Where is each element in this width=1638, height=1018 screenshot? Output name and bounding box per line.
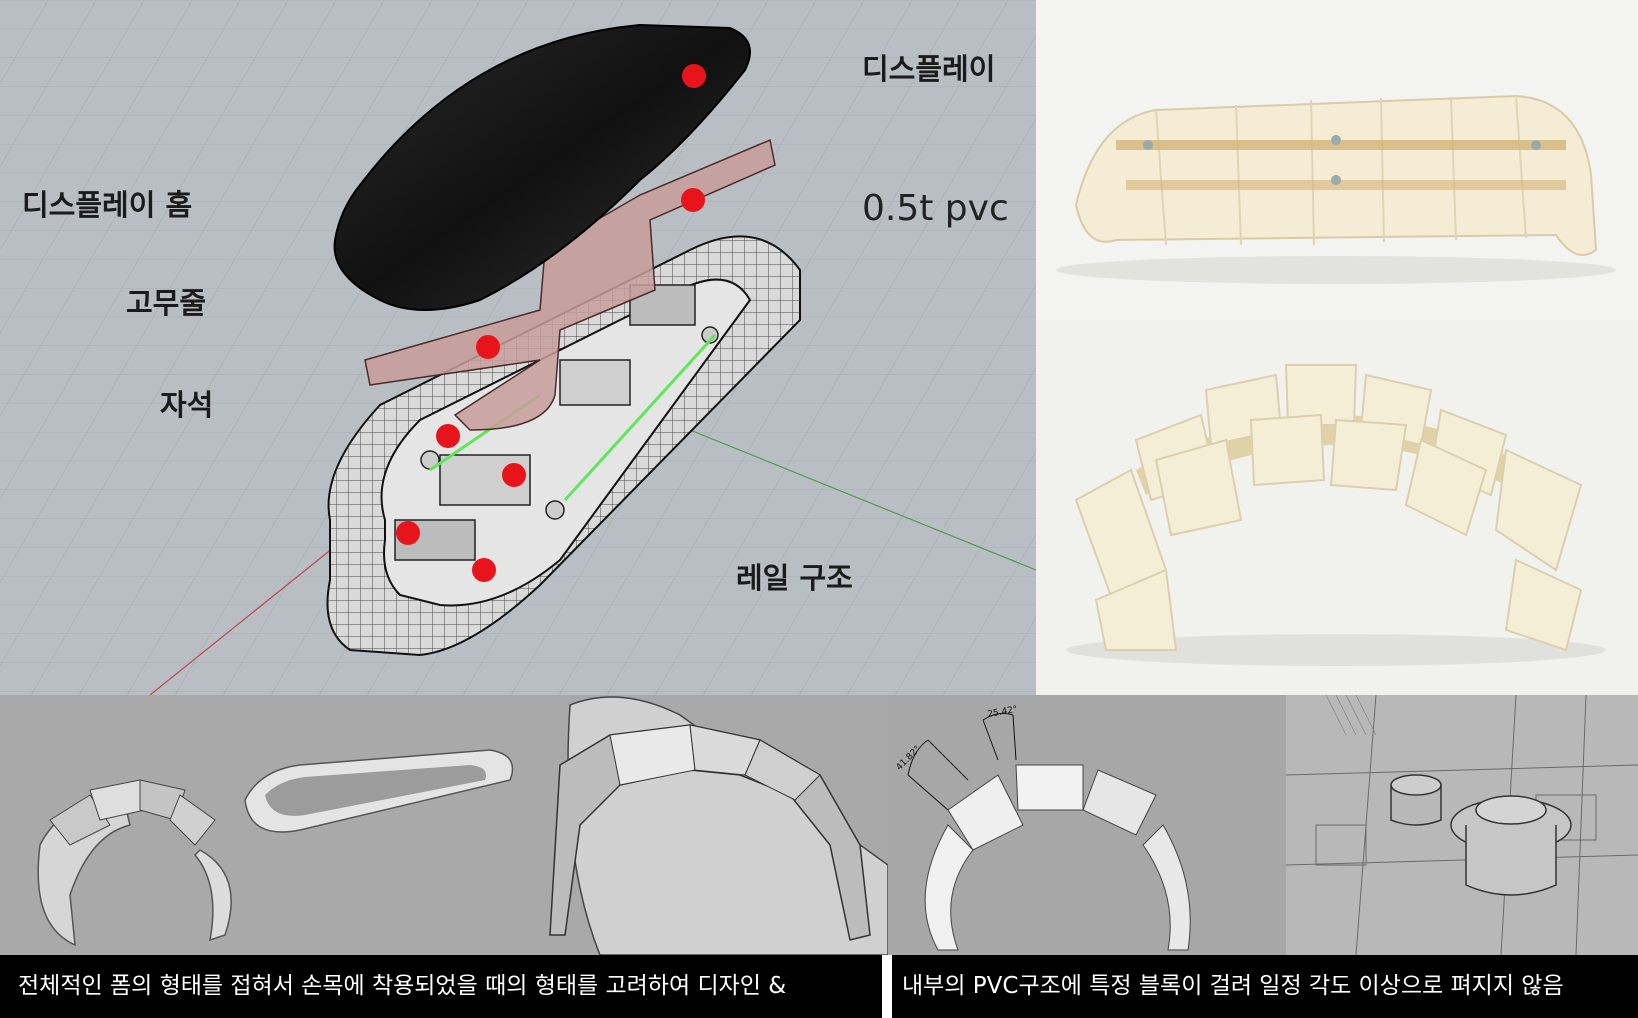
label-rail: 레일 구조 <box>736 561 853 595</box>
photo-curved-band <box>1036 320 1638 695</box>
render-band-small <box>37 779 232 947</box>
caption-right: 내부의 PVC구조에 특정 블록이 걸려 일정 각도 이상으로 펴지지 않음 <box>888 955 1638 1018</box>
marker-rail <box>472 558 496 582</box>
label-display-groove: 디스플레이 홈 <box>22 188 193 222</box>
photo-flat-band <box>1036 0 1638 320</box>
render-angle-diagram: 41.82° 25.42° <box>888 695 1286 955</box>
marker-magnet <box>436 424 460 448</box>
marker-magnet-2 <box>502 463 526 487</box>
marker-rubber <box>476 335 500 359</box>
label-display: 디스플레이 <box>862 52 996 86</box>
cad-exploded-view: 디스플레이 디스플레이 홈 0.5t pvc 고무줄 자석 레일 구조 <box>0 0 1036 695</box>
marker-display <box>682 64 706 88</box>
marker-group <box>396 64 706 582</box>
display-panel <box>333 23 751 311</box>
y-axis-line <box>689 429 1036 571</box>
pvc-plate <box>364 138 776 431</box>
render-band-wrist <box>549 696 888 955</box>
label-rubber-band: 고무줄 <box>126 286 207 320</box>
caption-left: 전체적인 폼의 형태를 접혀서 손목에 착용되었을 때의 형태를 고려하여 디자… <box>0 955 888 1018</box>
marker-groove <box>681 188 705 212</box>
render-band-arc <box>924 764 1191 951</box>
internal-cylinder <box>1390 774 1572 896</box>
render-band-flat <box>244 749 514 833</box>
render-internal-detail <box>1286 695 1638 955</box>
label-magnet: 자석 <box>160 388 214 422</box>
label-pvc: 0.5t pvc <box>862 188 1009 229</box>
angle-dimension-lines <box>907 712 1017 811</box>
caption-divider <box>882 955 892 1018</box>
rail-line-right <box>563 333 717 502</box>
cad-drawing <box>0 0 1036 695</box>
render-band-models <box>0 695 888 955</box>
marker-magnet-3 <box>396 521 420 545</box>
